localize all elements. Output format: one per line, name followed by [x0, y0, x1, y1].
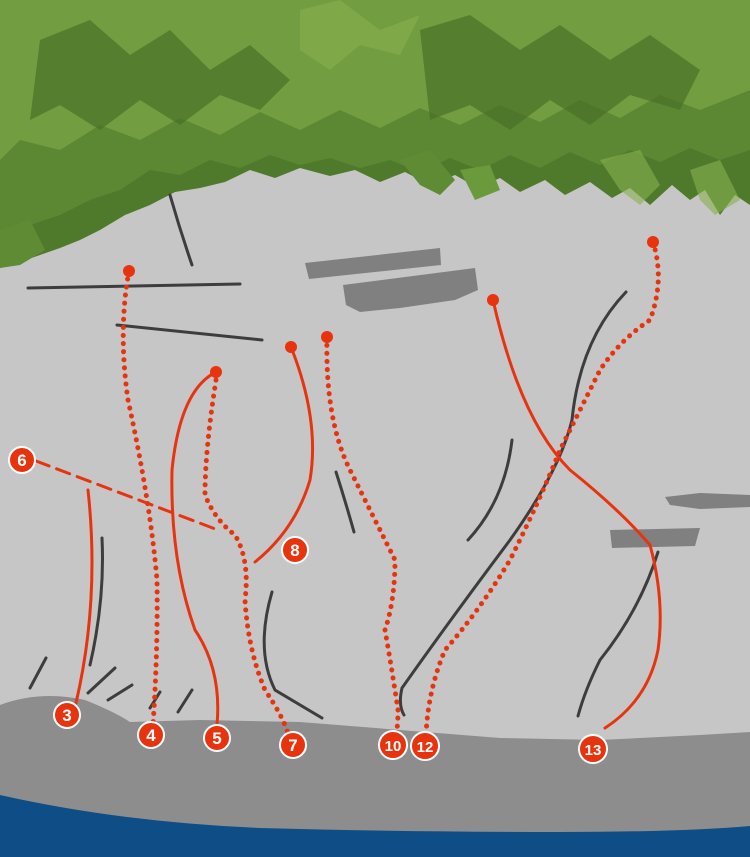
crack [466, 438, 514, 542]
anchor-route-12 [647, 236, 659, 248]
crack [28, 656, 48, 690]
route-label-5-text: 5 [212, 729, 221, 748]
route-13-line [491, 298, 662, 730]
route-label-5: 5 [203, 724, 231, 752]
route-3-line [74, 488, 94, 705]
route-4-line [120, 268, 160, 728]
crack [26, 282, 242, 290]
tree-canopy [0, 0, 750, 268]
crack [398, 290, 628, 717]
route-label-8-text: 8 [290, 541, 299, 560]
route-label-12: 12 [410, 731, 440, 761]
crack [148, 690, 162, 710]
water [0, 795, 750, 857]
anchor-route-4 [123, 265, 135, 277]
anchor-route-13 [487, 294, 499, 306]
route-label-6-text: 6 [17, 451, 26, 470]
routes [34, 239, 662, 738]
route-label-12-text: 12 [417, 739, 434, 756]
route-10-line [324, 334, 401, 738]
route-label-4: 4 [137, 721, 165, 749]
route-label-8: 8 [281, 536, 309, 564]
ledge-top-lower [343, 268, 478, 312]
route-8-line [253, 345, 315, 564]
crack [86, 666, 117, 695]
crack [168, 193, 194, 267]
crack [106, 683, 134, 702]
route-label-3: 3 [53, 701, 81, 729]
route-label-7: 7 [279, 731, 307, 759]
route-label-10: 10 [378, 730, 408, 760]
ledge-right-upper [665, 493, 750, 509]
anchor-route-5 [210, 366, 222, 378]
crack [88, 536, 104, 667]
crack [334, 470, 356, 534]
crack [176, 688, 194, 714]
route-label-4-text: 4 [146, 726, 156, 745]
route-label-10-text: 10 [385, 738, 402, 755]
route-label-13: 13 [578, 734, 608, 764]
route-7-line [202, 377, 291, 736]
anchor-route-10 [321, 331, 333, 343]
crack [262, 590, 324, 720]
route-label-3-text: 3 [62, 706, 71, 725]
crack [115, 323, 264, 342]
ledge-top-upper [305, 248, 441, 279]
cracks [26, 193, 660, 720]
route-label-6: 6 [8, 446, 36, 474]
route-label-7-text: 7 [288, 736, 297, 755]
ledge-right-lower [610, 528, 700, 548]
ground [0, 696, 750, 857]
route-5-line [170, 370, 220, 727]
anchors [123, 236, 659, 378]
ledges [305, 248, 750, 548]
route-label-13-text: 13 [585, 742, 602, 759]
route-labels: 3 4 5 6 7 8 10 12 [8, 446, 608, 764]
crack [576, 550, 660, 718]
route-6-line [34, 459, 220, 532]
anchor-route-8 [285, 341, 297, 353]
